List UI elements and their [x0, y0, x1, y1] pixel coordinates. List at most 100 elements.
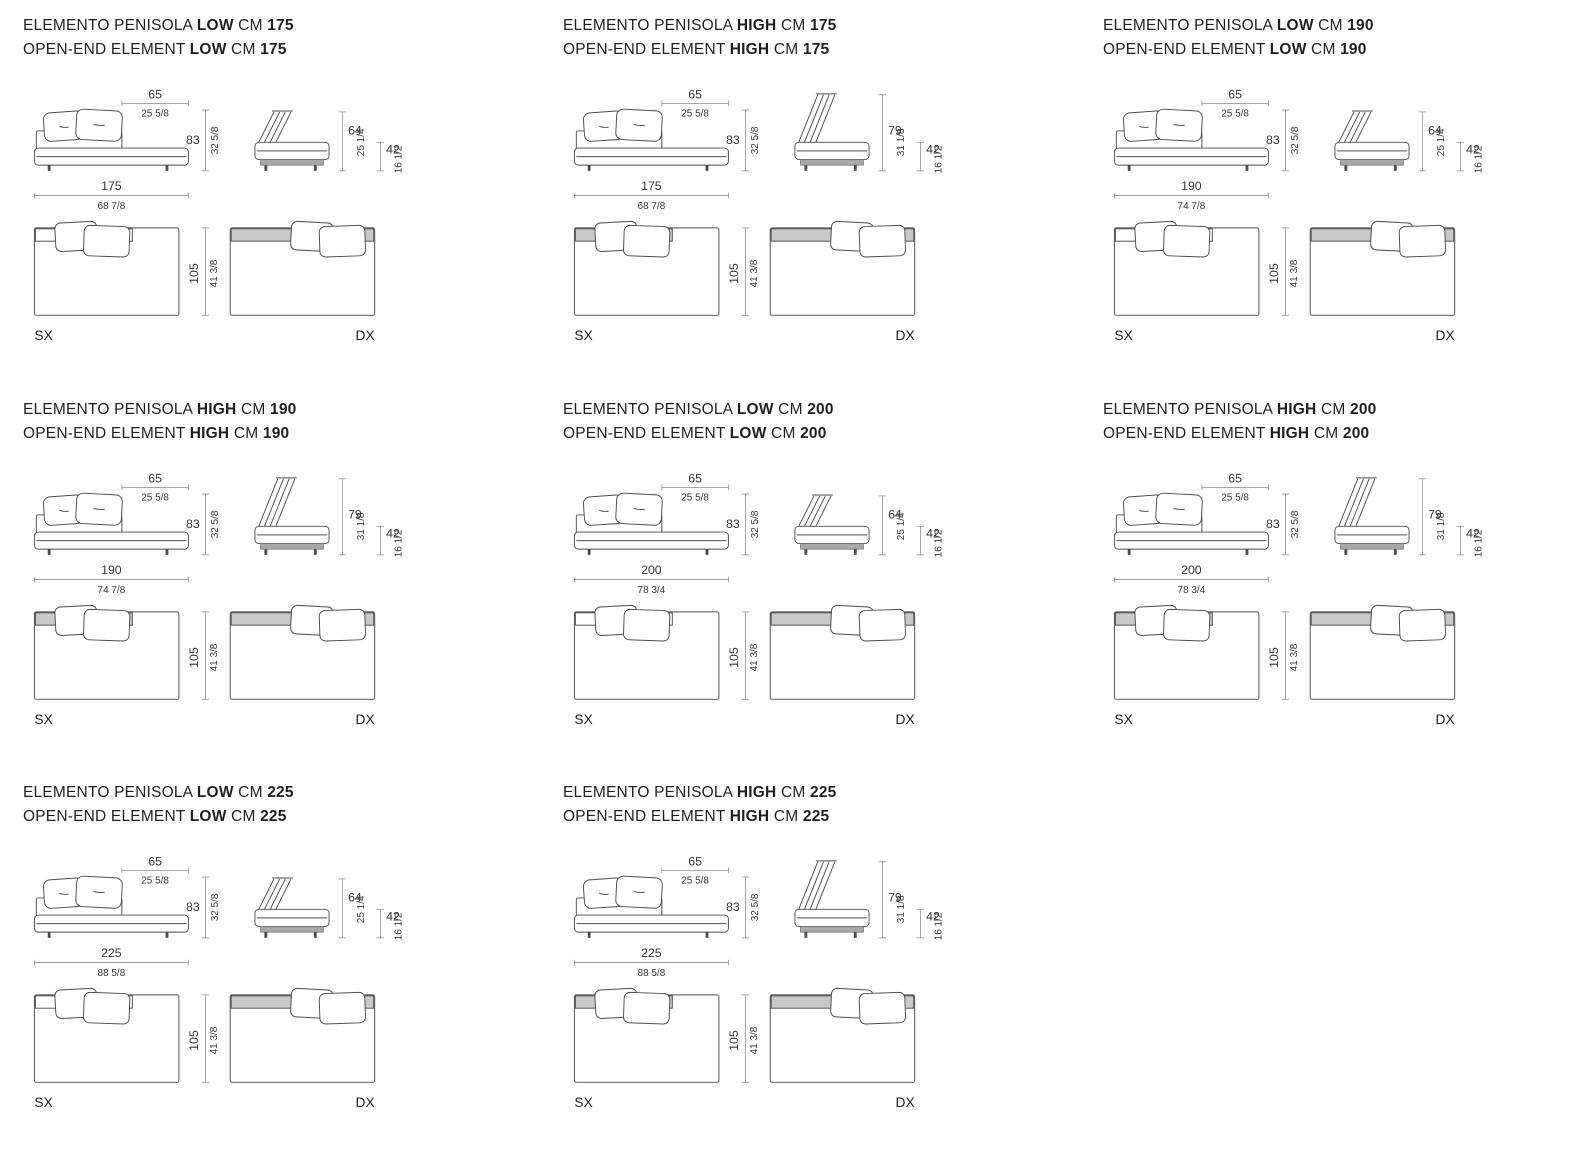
- seat-height-cm-value: 42: [926, 910, 940, 924]
- width-inch-value: 74 7/8: [98, 585, 126, 596]
- side-view-drawing: [254, 110, 330, 171]
- title-en-variant: LOW: [189, 808, 227, 826]
- seat-height-dimension: 42 16 1/2: [376, 141, 404, 173]
- seat-width-inch-value: 25 5/8: [141, 492, 169, 503]
- cushion-tuft-lines: [58, 123, 105, 128]
- seat-width-cm-value: 65: [148, 471, 162, 485]
- seat-height-dimension: 42 16 1/2: [376, 525, 404, 557]
- depth-cm-value: 105: [727, 647, 741, 668]
- height-cm-value: 83: [186, 517, 200, 531]
- dimension-drawing: 65 25 5/8 83 32 5/8 190 74 7/8: [1113, 88, 1484, 343]
- title-it-size: 225: [267, 784, 294, 802]
- side-view-drawing: [254, 477, 330, 555]
- side-leg-right: [313, 165, 317, 171]
- side-leg-right: [313, 932, 317, 939]
- title-it-size: 200: [1350, 400, 1377, 418]
- title-en-prefix: OPEN-END ELEMENT: [23, 424, 186, 442]
- title-en-size: 190: [262, 424, 290, 442]
- front-back-cushions: [42, 876, 123, 910]
- front-leg-right: [705, 165, 709, 171]
- sx-label: SX: [1114, 712, 1132, 727]
- spec-panel: ELEMENTO PENISOLA LOW CM 175 OPEN-END EL…: [23, 14, 503, 348]
- arm-height-dimension: 79 31 1/8: [878, 861, 907, 939]
- top-view-dx: [769, 604, 916, 700]
- spec-panel: ELEMENTO PENISOLA LOW CM 190 OPEN-END EL…: [1103, 14, 1583, 348]
- title-italian: ELEMENTO PENISOLA HIGH CM 200: [1103, 398, 1583, 422]
- top-sx-cushion-right: [83, 224, 131, 258]
- side-back-high: [258, 477, 297, 527]
- height-cm-value: 83: [726, 517, 740, 531]
- side-leg-right: [1393, 165, 1397, 171]
- top-view-sx: [573, 988, 720, 1084]
- width-cm-value: 200: [1181, 563, 1202, 577]
- top-sx-cushion-right: [83, 992, 131, 1025]
- top-view-sx: [573, 220, 720, 316]
- side-base-plinth: [260, 542, 324, 550]
- dimension-drawing: 65 25 5/8 83 32 5/8 225 88 5/8: [573, 855, 944, 1110]
- top-view-sx: [33, 604, 180, 700]
- dimension-drawing: 65 25 5/8 83 32 5/8 200 78 3/4: [573, 471, 944, 727]
- side-base-plinth: [800, 542, 864, 550]
- front-leg-left: [587, 932, 591, 939]
- depth-dimension: 105 41 3/8: [187, 611, 220, 700]
- seat-height-inch-value: 16 1/2: [933, 145, 944, 173]
- height-cm-value: 83: [726, 901, 740, 915]
- dx-label: DX: [896, 1095, 915, 1110]
- spec-panel: ELEMENTO PENISOLA HIGH CM 190 OPEN-END E…: [23, 398, 503, 732]
- title-italian: ELEMENTO PENISOLA LOW CM 190: [1103, 14, 1583, 38]
- title-it-prefix: ELEMENTO PENISOLA: [1103, 400, 1273, 418]
- arm-height-cm-value: 79: [1428, 507, 1442, 521]
- title-italian: ELEMENTO PENISOLA HIGH CM 190: [23, 398, 503, 422]
- cushion-tuft-lines: [1138, 123, 1185, 128]
- title-en-variant: HIGH: [729, 41, 770, 59]
- title-it-cm: CM: [240, 400, 266, 418]
- sx-label: SX: [574, 328, 592, 343]
- seat-width-cm-value: 65: [688, 471, 702, 485]
- title-it-cm: CM: [1320, 400, 1346, 418]
- seat-height-inch-value: 16 1/2: [1473, 145, 1484, 173]
- height-dimension: 83 32 5/8: [726, 877, 761, 939]
- arm-height-inch-value: 25 1/4: [356, 128, 367, 156]
- width-dimension: 190 74 7/8: [1114, 179, 1269, 212]
- side-base-plinth: [1340, 542, 1404, 550]
- depth-dimension: 105 41 3/8: [727, 994, 760, 1084]
- cushion-tuft-lines: [598, 891, 645, 896]
- side-leg-left: [264, 932, 268, 939]
- panel-titles: ELEMENTO PENISOLA HIGH CM 175 OPEN-END E…: [563, 14, 1043, 62]
- side-leg-left: [1344, 548, 1348, 555]
- side-leg-left: [804, 932, 808, 939]
- title-en-cm: CM: [773, 41, 799, 59]
- arm-height-inch-value: 31 1/8: [896, 895, 907, 923]
- top-view-sx: [33, 988, 180, 1084]
- dimension-drawing: 65 25 5/8 83 32 5/8 200 78 3/4: [1113, 471, 1484, 727]
- seat-width-inch-value: 25 5/8: [141, 876, 169, 887]
- side-back-high: [1338, 477, 1377, 527]
- side-back-low: [798, 494, 833, 527]
- seat-height-inch-value: 16 1/2: [393, 145, 404, 173]
- front-leg-left: [587, 165, 591, 171]
- title-en-prefix: OPEN-END ELEMENT: [23, 41, 186, 59]
- arm-height-cm-value: 79: [348, 507, 362, 521]
- seat-width-inch-value: 25 5/8: [141, 109, 169, 120]
- width-dimension: 200 78 3/4: [574, 563, 729, 596]
- arm-height-dimension: 64 25 1/4: [878, 495, 907, 555]
- side-view-drawing: [254, 877, 330, 939]
- width-inch-value: 68 7/8: [98, 201, 126, 212]
- side-base-plinth: [800, 926, 864, 933]
- title-italian: ELEMENTO PENISOLA LOW CM 175: [23, 14, 503, 38]
- front-leg-right: [165, 932, 169, 939]
- title-it-size: 175: [267, 17, 294, 34]
- side-view-drawing: [794, 860, 870, 939]
- title-it-cm: CM: [780, 784, 806, 802]
- title-it-size: 190: [1347, 17, 1374, 34]
- title-english: OPEN-END ELEMENT LOW CM 190: [1103, 38, 1583, 62]
- height-inch-value: 32 5/8: [210, 126, 221, 154]
- seat-width-cm-value: 65: [148, 88, 162, 102]
- title-it-prefix: ELEMENTO PENISOLA: [23, 784, 193, 802]
- seat-height-dimension: 42 16 1/2: [376, 909, 404, 941]
- dx-label: DX: [356, 328, 375, 343]
- side-view-drawing: [1334, 110, 1410, 171]
- depth-cm-value: 105: [1267, 647, 1281, 668]
- depth-inch-value: 41 3/8: [209, 643, 220, 671]
- front-leg-right: [1245, 165, 1249, 171]
